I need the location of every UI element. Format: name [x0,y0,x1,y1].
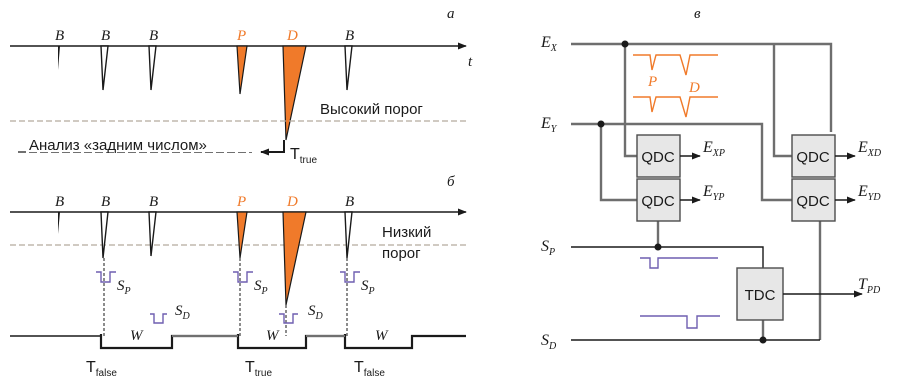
input-sp-label: SP [541,238,555,258]
inset-label-p: P [647,74,657,90]
panel-a-retro-label: Анализ «задним числом» [29,137,207,154]
panel-a-pulse-p [236,45,248,95]
output-exp-label: EXP [702,139,725,159]
panel-b-pulse-b1 [58,212,60,234]
wire-ey-to-qdc2 [599,124,637,202]
panel-a-axis-t: t [468,54,473,70]
panel-a-label-b3: B [149,28,158,44]
junction-ey [597,120,605,128]
panel-b-gate-w3 [343,334,466,350]
panel-b-sd-signal [150,313,167,324]
panel-b-pulse-p [236,211,248,259]
circuit-wires [571,42,833,340]
panel-a-pulse-b3 [148,45,157,91]
panel-b-sp3-label: SP [361,278,375,297]
inset-pulses-ex [633,54,718,118]
inset-sp-pulse [640,257,718,269]
output-exd-label: EXD [857,139,882,159]
input-ex-label: EX [540,34,558,54]
output-tpd-label: TPD [858,276,881,296]
input-ey-label: EY [540,115,558,135]
junction-sd [759,336,767,344]
panel-a-pulse-b4 [344,45,353,91]
panel-b-discriminator-signals [96,271,360,324]
panel-a-label-b1: B [55,28,64,44]
panel-b-t-false1: Tfalse [86,359,117,379]
panel-b-sp1-signal [96,271,116,283]
qdc-xp-block: QDC [636,134,681,178]
panel-b-label-d: D [286,194,298,210]
panel-b-sd2-signal [279,313,298,324]
panel-b-label-b1: B [55,194,64,210]
panel-a-retro-label-bg [26,136,252,152]
panel-b-label-b2: B [101,194,110,210]
qdc-xp-label: QDC [641,149,675,166]
panel-b-pulse-b2 [100,211,109,259]
panel-a-t-true: Ttrue [290,146,317,166]
output-arrows [680,152,863,298]
panel-a-label: a [447,6,455,22]
qdc-yp-block: QDC [636,178,681,222]
panel-b-sd2-label: SD [308,303,324,322]
inset-label-d: D [688,80,700,96]
output-eyp-label: EYP [702,183,724,203]
wire-ex-to-qdc3 [772,44,792,158]
panel-a-pulse-d [282,45,307,141]
qdc-xd-block: QDC [791,134,836,178]
panel-b-sp1-label: SP [117,278,131,297]
qdc-yd-block: QDC [791,178,836,222]
tdc-label: TDC [745,287,776,304]
panel-b-pulse-d [282,211,307,306]
circuit-signal-lines [571,246,820,341]
panel-a-pulse-b1 [58,46,60,70]
panel-b-sd-label: SD [175,303,191,322]
panel-a: a t B B B P D B Высокий порог Анализ «за… [10,6,473,166]
panel-b: б Низкий порог B B B P D B [10,174,467,379]
panel-b-pulse-b3 [148,211,157,257]
qdc-yp-label: QDC [641,193,675,210]
panel-b-t-false2: Tfalse [354,359,385,379]
panel-v: в EX EY SP SD [540,6,882,352]
panel-b-dashed-connectors [103,258,348,336]
junction-sp [654,243,662,251]
panel-b-pulse-b4 [344,211,353,259]
panel-b-sp2-signal [233,271,253,283]
panel-b-w3: W [375,328,389,344]
qdc-yd-label: QDC [796,193,830,210]
panel-a-retro-arrow [260,140,285,156]
wire-ey-bus [571,122,792,202]
wire-ex-to-qdc1 [623,44,637,158]
wire-ex-bus [571,42,833,132]
panel-a-threshold-label: Высокий порог [320,101,423,118]
inset-sd-pulse [640,315,720,329]
junction-ex [621,40,629,48]
panel-a-label-b4: B [345,28,354,44]
panel-a-label-b2: B [101,28,110,44]
panel-b-w2: W [266,328,280,344]
panel-b-label: б [447,174,455,190]
input-sd-label: SD [541,332,557,352]
panel-v-label: в [694,6,701,22]
panel-b-w1: W [130,328,144,344]
panel-b-label-b3: B [149,194,158,210]
panel-b-sp2-label: SP [254,278,268,297]
panel-b-threshold-line1: Низкий [382,224,431,241]
qdc-xd-label: QDC [796,149,830,166]
panel-a-label-p: P [236,28,246,44]
panel-b-t-true: Ttrue [245,359,272,379]
wire-sp [571,246,764,268]
panel-b-gate-timeline [10,334,466,350]
output-eyd-label: EYD [857,183,881,203]
tdc-block: TDC [736,267,784,321]
panel-a-pulse-b2 [100,45,109,91]
panel-b-sp3-signal [340,271,360,283]
panel-a-label-d: D [286,28,298,44]
panel-b-label-p: P [236,194,246,210]
panel-b-label-b4: B [345,194,354,210]
panel-b-threshold-line2: порог [382,245,421,262]
